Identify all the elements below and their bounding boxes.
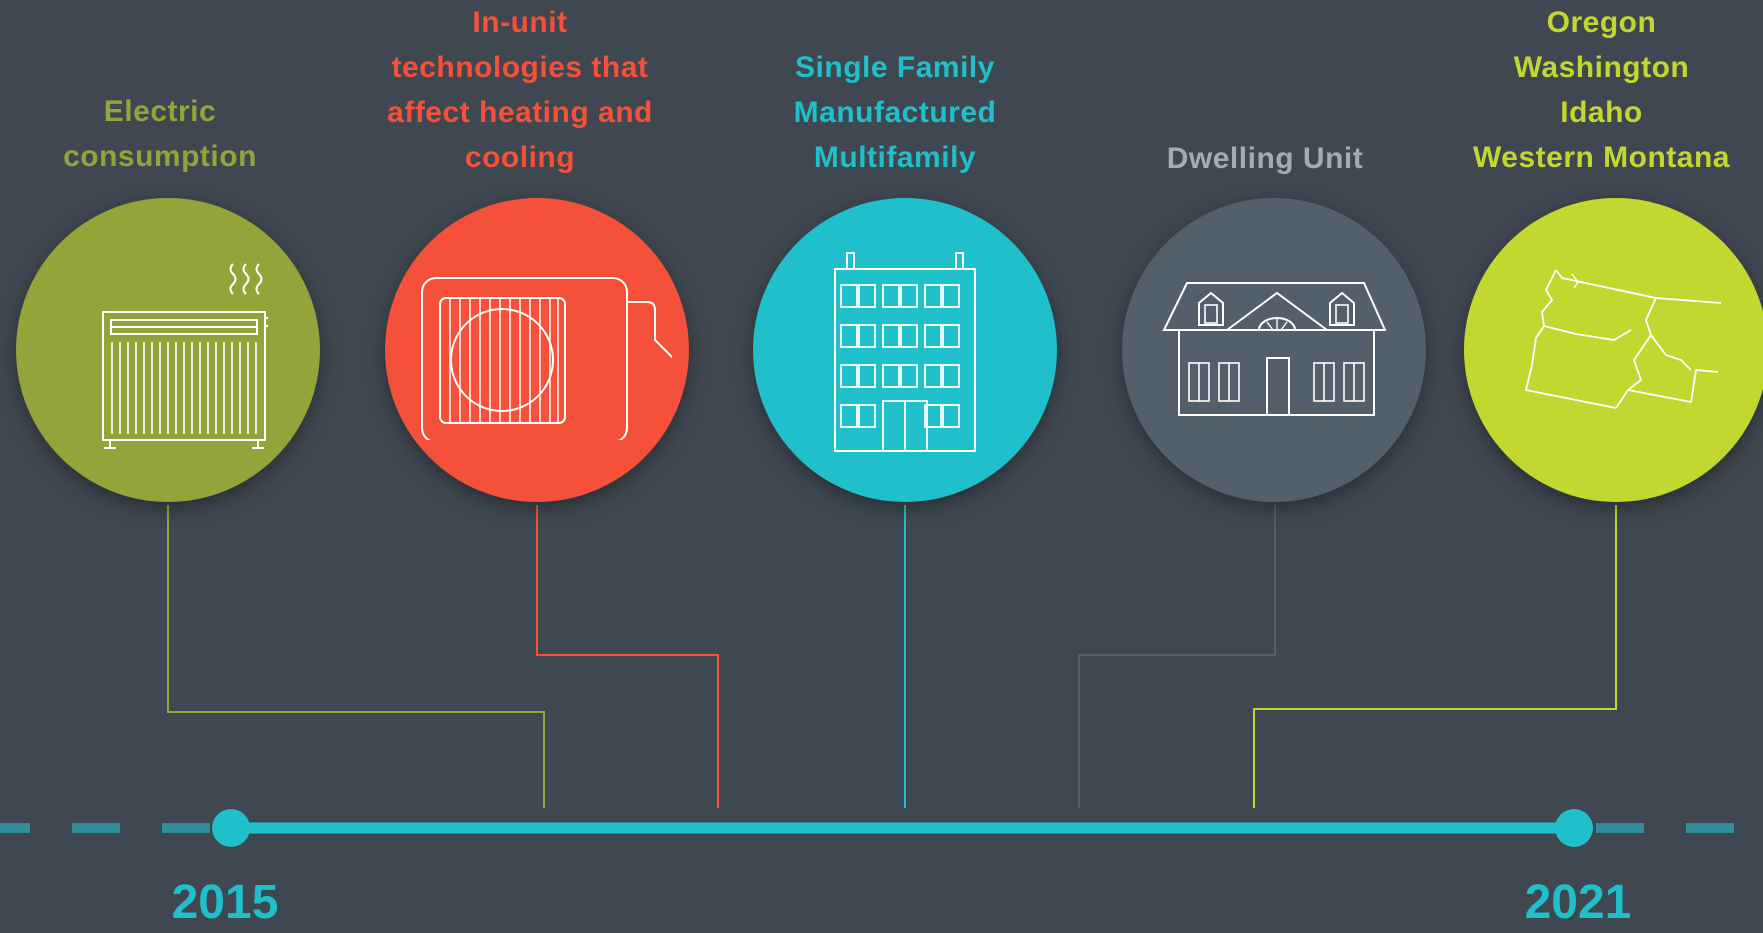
label-line: technologies that (391, 51, 649, 84)
label-line: affect heating and (387, 96, 653, 129)
radiator-icon (102, 263, 268, 449)
label-line: Single Family (795, 51, 995, 84)
connector-electric (167, 505, 545, 808)
connector-states (1253, 505, 1617, 808)
label-line: Manufactured (793, 96, 997, 129)
label-line: Western Montana (1473, 141, 1730, 174)
timeline-marker-end[interactable] (1555, 809, 1593, 847)
circle-states (1464, 198, 1763, 502)
label-line: consumption (63, 140, 257, 173)
northwest-map-icon (1525, 269, 1722, 409)
label-line: Washington (1513, 51, 1690, 84)
apartment-building-icon (834, 252, 976, 452)
label-line: Multifamily (813, 141, 977, 174)
label-states: Oregon Washington Idaho Western Montana (1440, 0, 1763, 180)
timeline-marker-start[interactable] (212, 809, 250, 847)
connector-dwelling (1078, 505, 1276, 808)
circle-dwelling-unit (1122, 198, 1426, 502)
label-line: Idaho (1560, 96, 1643, 129)
label-dwelling-unit: Dwelling Unit (1110, 136, 1420, 181)
label-line: cooling (464, 141, 576, 174)
label-electric: Electric consumption (20, 89, 300, 179)
circle-in-unit (385, 198, 689, 502)
label-in-unit: In-unit technologies that affect heating… (340, 0, 700, 180)
ac-unit-icon (421, 277, 672, 440)
circle-electric (16, 198, 320, 502)
label-line: Electric (103, 95, 217, 128)
label-line: Oregon (1546, 6, 1657, 39)
label-home-types: Single Family Manufactured Multifamily (745, 45, 1045, 180)
year-end: 2021 (1524, 876, 1632, 929)
circle-home-types (753, 198, 1057, 502)
label-line: Dwelling Unit (1166, 142, 1364, 175)
house-icon (1162, 282, 1387, 416)
year-start: 2015 (171, 876, 279, 929)
connector-in-unit (536, 505, 719, 808)
label-line: In-unit (472, 6, 568, 39)
